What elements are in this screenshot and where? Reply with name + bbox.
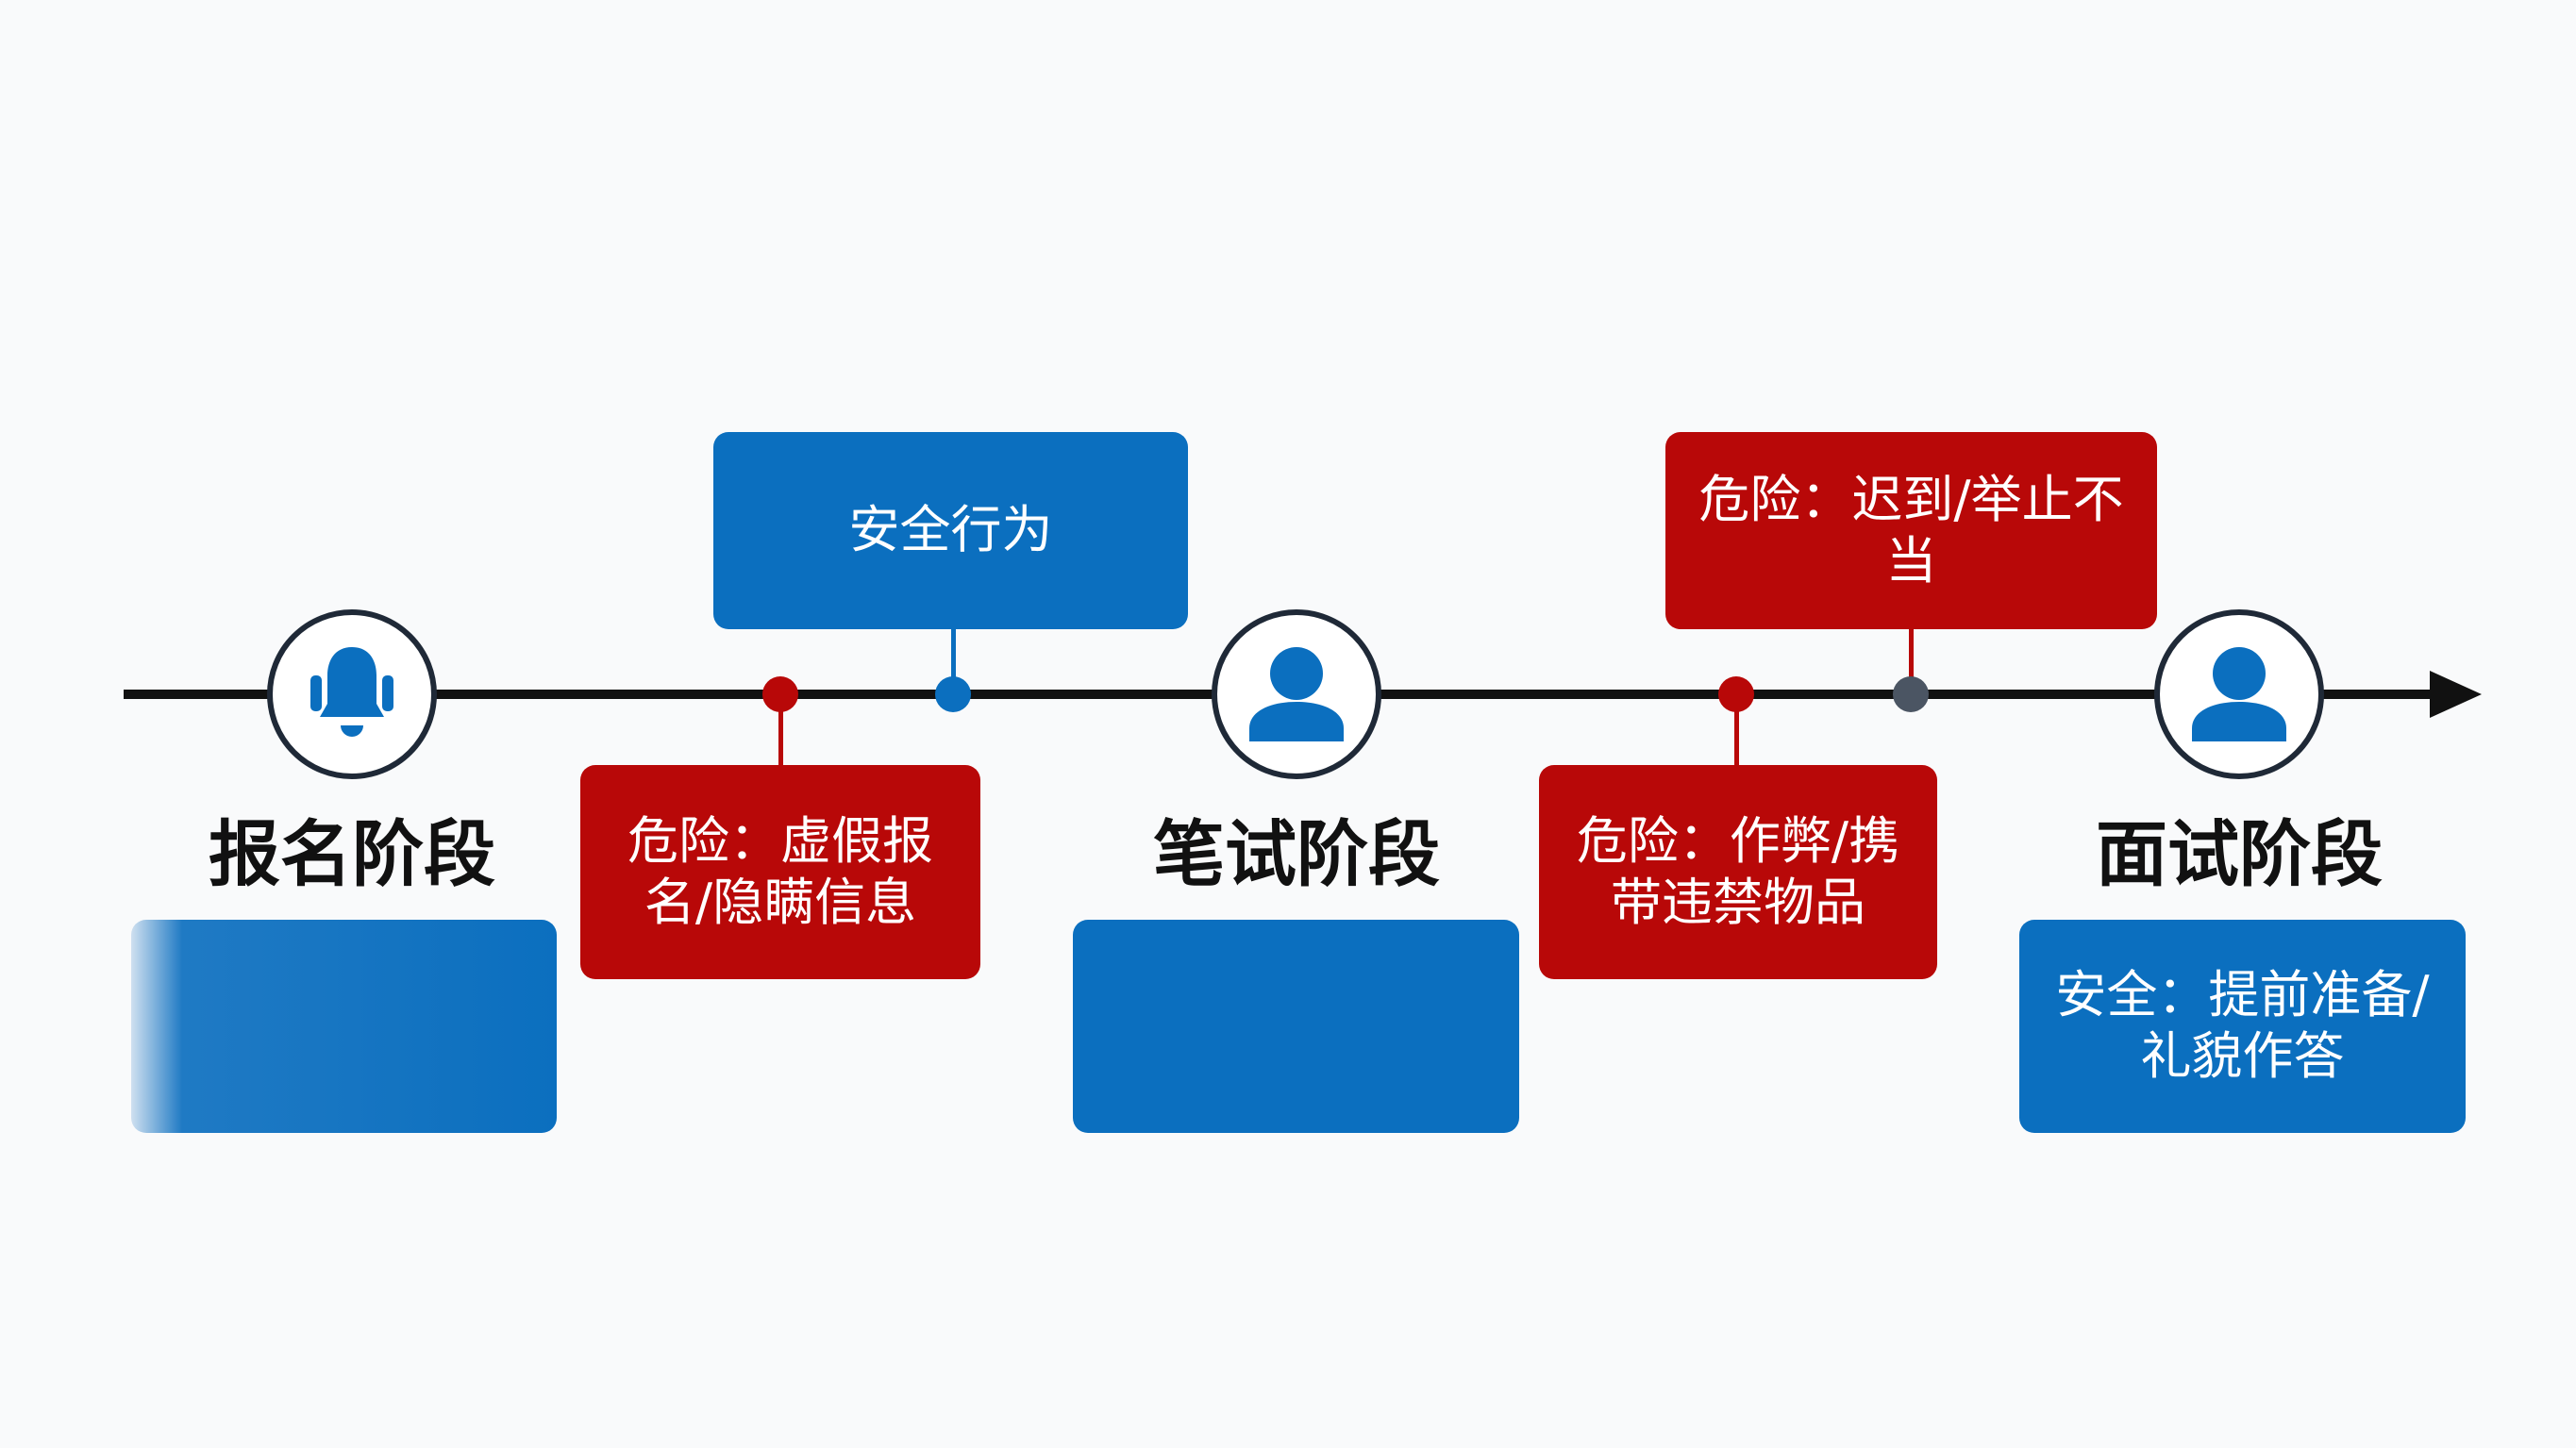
callout-text: 危险：作弊/携带违禁物品 <box>1576 810 1900 932</box>
callout-safe-behavior: 安全行为 <box>713 432 1188 629</box>
person-icon <box>2192 647 2286 741</box>
callout-danger-registration: 危险：虚假报名/隐瞒信息 <box>580 765 980 979</box>
stage-2-circle <box>1212 609 1381 779</box>
person-icon <box>1249 647 1344 741</box>
callout-danger-cheating: 危险：作弊/携带违禁物品 <box>1539 765 1937 979</box>
stage-1-label: 报名阶段 <box>209 812 495 896</box>
callout-danger-late: 危险：迟到/举止不当 <box>1665 432 2157 629</box>
callout-text: 安全：提前准备/礼貌作答 <box>2055 965 2430 1086</box>
connector-danger-1 <box>778 694 783 766</box>
stage-2-label: 笔试阶段 <box>1153 812 1440 896</box>
marker-dot-danger-1 <box>762 676 798 712</box>
bell-icon <box>310 647 393 737</box>
connector-danger-2 <box>1734 694 1739 766</box>
marker-dot-neutral <box>1893 676 1929 712</box>
stage-3-circle <box>2154 609 2324 779</box>
stage-1-circle <box>267 609 437 779</box>
connector-safe-top <box>951 628 956 696</box>
callout-text: 危险：迟到/举止不当 <box>1698 469 2124 591</box>
stage-3-detail-box: 安全：提前准备/礼貌作答 <box>2019 920 2466 1133</box>
marker-dot-danger-2 <box>1718 676 1754 712</box>
marker-dot-safe <box>935 676 971 712</box>
stage-2-detail-box <box>1073 920 1519 1133</box>
callout-text: 安全行为 <box>848 500 1053 560</box>
stage-3-label: 面试阶段 <box>2096 812 2383 896</box>
connector-danger-top <box>1909 628 1914 696</box>
stage-1-detail-box <box>131 920 557 1133</box>
callout-text: 危险：虚假报名/隐瞒信息 <box>627 810 933 932</box>
arrow-head-icon <box>2430 671 2482 718</box>
